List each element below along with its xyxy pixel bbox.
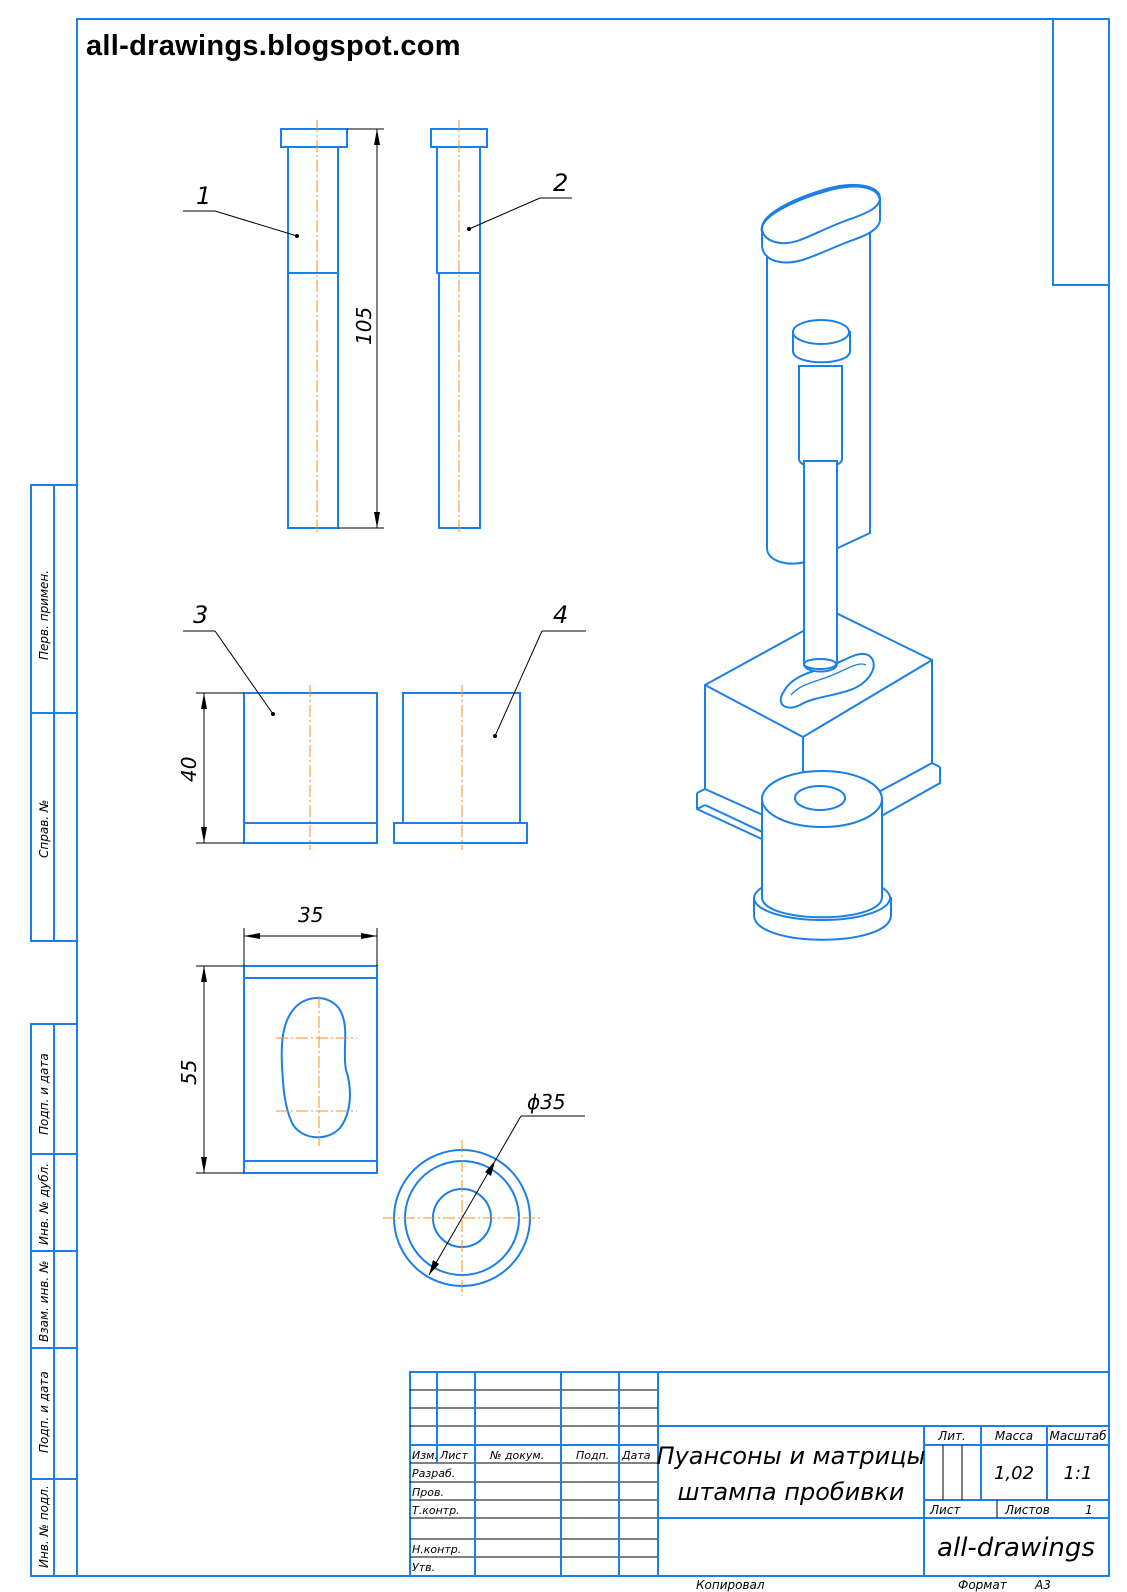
- title-block: Изм. Лист № докум. Подп. Дата Разраб. Пр…: [409, 1371, 1110, 1577]
- scale-label: Масштаб: [1049, 1429, 1107, 1443]
- isometric-assembly: [696, 183, 941, 941]
- dim-diameter-label: ϕ35: [527, 1090, 566, 1114]
- footer-format-label: Формат: [958, 1578, 1008, 1592]
- plate-top-view: [243, 965, 378, 1174]
- drawing-title-line2: штампа пробивки: [677, 1478, 904, 1506]
- scale-value: 1:1: [1064, 1463, 1093, 1484]
- leader-4: 4: [493, 601, 586, 738]
- punch-2: [430, 120, 488, 535]
- round-die-top-view: [383, 1140, 540, 1296]
- stamp-inv-dubl: Инв. № дубл.: [37, 1163, 51, 1245]
- mass-label: Масса: [995, 1429, 1033, 1443]
- col-data: Дата: [621, 1449, 651, 1462]
- side-stamp-column: Перв. примен. Справ. № Подп. и дата Инв.…: [30, 484, 78, 1577]
- leader-1: 1: [183, 182, 299, 238]
- sheets-label: Листов: [1004, 1503, 1050, 1517]
- footer-format-value: A3: [1034, 1578, 1051, 1592]
- corner-stamp: [1052, 18, 1110, 286]
- dim-105-label: 105: [352, 307, 376, 345]
- mass-value: 1,02: [994, 1463, 1034, 1484]
- org-name: all-drawings: [937, 1533, 1095, 1563]
- col-izm: Изм.: [412, 1449, 438, 1462]
- stamp-inv-podl: Инв. № подл.: [37, 1485, 51, 1568]
- sheets-value: 1: [1085, 1503, 1093, 1517]
- role-prov: Пров.: [412, 1486, 444, 1499]
- dim-35-label: 35: [298, 903, 323, 927]
- leader-3: 3: [183, 601, 275, 716]
- role-tkontr: Т.контр.: [412, 1504, 460, 1517]
- col-dokum: № докум.: [489, 1449, 544, 1462]
- punch-1: [280, 120, 348, 535]
- lit-label: Лит.: [937, 1429, 966, 1443]
- sheet-label: Лист: [929, 1503, 961, 1517]
- site-title: all-drawings.blogspot.com: [86, 30, 461, 62]
- dim-diameter-35: ϕ35: [428, 1090, 585, 1276]
- part-label-4: 4: [553, 601, 568, 629]
- sheet-frame: [76, 18, 1110, 1577]
- part-label-2: 2: [553, 169, 568, 197]
- dim-55-label: 55: [177, 1060, 201, 1085]
- part-label-3: 3: [193, 601, 208, 629]
- leader-2: 2: [467, 169, 572, 231]
- role-utv: Утв.: [412, 1561, 435, 1574]
- die-3: [243, 685, 378, 850]
- dim-105: 105: [338, 128, 384, 529]
- dim-35-width: 35: [243, 903, 378, 966]
- col-podp: Подп.: [576, 1449, 609, 1462]
- part-label-1: 1: [196, 182, 211, 210]
- role-razrab: Разраб.: [412, 1467, 455, 1480]
- col-list: Лист: [439, 1449, 468, 1462]
- footer-copied: Копировал: [696, 1578, 765, 1592]
- stamp-podp-data-2: Подп. и дата: [37, 1371, 51, 1453]
- die-4: [393, 685, 528, 850]
- stamp-podp-data-1: Подп. и дата: [37, 1053, 51, 1135]
- role-nkontr: Н.контр.: [412, 1543, 461, 1556]
- dim-40-label: 40: [177, 757, 201, 782]
- drawing-title-line1: Пуансоны и матрицы: [657, 1442, 926, 1470]
- stamp-perv-primen: Перв. примен.: [37, 570, 51, 660]
- dim-40: 40: [177, 692, 244, 844]
- stamp-sprav: Справ. №: [37, 800, 51, 858]
- stamp-vzam-inv: Взам. инв. №: [37, 1261, 51, 1342]
- dim-55: 55: [177, 965, 244, 1174]
